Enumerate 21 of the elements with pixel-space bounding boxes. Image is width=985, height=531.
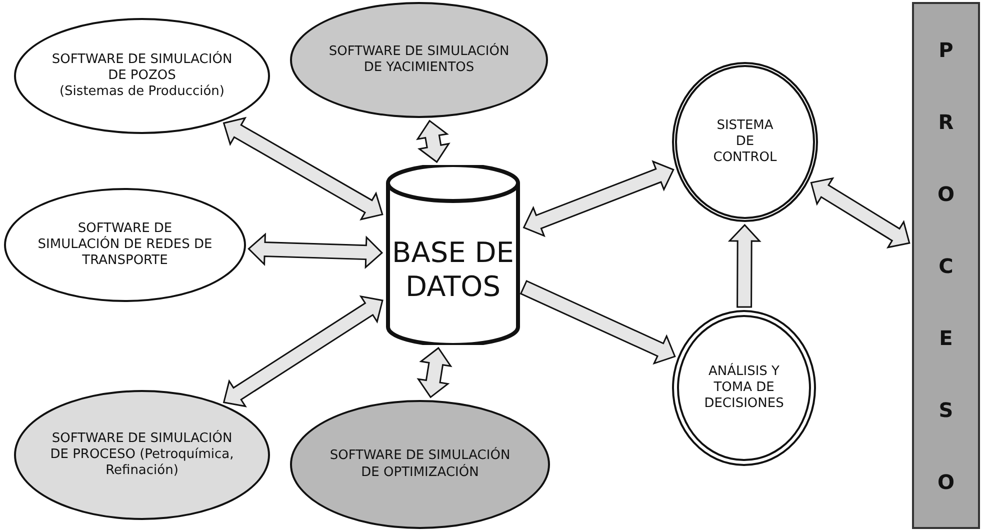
node-label: BASE DE DATOS [391,236,515,304]
node-label: SISTEMA DE CONTROL [712,118,778,166]
process-bar [912,2,980,529]
node-label: SOFTWARE DE SIMULACIÓN DE YACIMIENTOS [328,44,510,76]
node-label: (Sistemas de Producción) [59,84,224,100]
double-block-arrow [416,346,452,398]
node-label: SOFTWARE DE SIMULACIÓN DE REDES DE TRANSPORTE [36,220,214,270]
node-label: PROCESO [936,36,956,496]
block-arrow [728,224,762,308]
node-label: SOFTWARE DE SIMULACIÓN DE OPTIMIZACIÓN [328,448,512,481]
double-block-arrow [222,295,384,408]
double-block-arrow [248,232,384,269]
block-arrow [520,280,676,365]
node-label: ANÁLISIS Y TOMA DE DECISIONES [704,364,784,412]
double-block-arrow [810,177,910,248]
double-block-arrow [522,160,674,238]
database-cylinder [385,165,521,345]
node-label: SOFTWARE DE SIMULACIÓN DE POZOS [50,52,234,84]
double-block-arrow [416,120,450,164]
node-label: SOFTWARE DE SIMULACIÓN DE PROCESO (Petroquímica, Refinación) [49,430,235,480]
double-block-arrow [222,116,384,221]
